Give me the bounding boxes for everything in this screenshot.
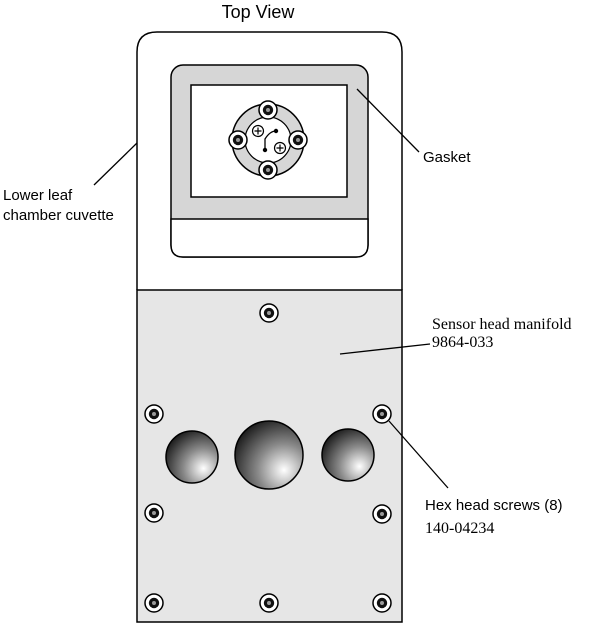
sensor-port-center xyxy=(244,116,292,164)
label-lower-leaf-line1: Lower leaf xyxy=(3,187,73,204)
hex-head-screw xyxy=(144,503,164,523)
leader-line-cuvette xyxy=(93,142,138,186)
label-manifold-name: Sensor head manifold xyxy=(432,316,572,333)
label-gasket: Gasket xyxy=(423,149,471,166)
label-screws-name: Hex head screws (8) xyxy=(425,497,563,514)
hex-head-screw xyxy=(372,504,392,524)
port-screw xyxy=(258,160,278,180)
gasket-lower-band xyxy=(170,218,369,258)
port-screw xyxy=(228,130,248,150)
thermocouple-connector-icon xyxy=(251,124,287,155)
hex-head-screw xyxy=(259,303,279,323)
hex-head-screw xyxy=(259,593,279,613)
manifold-port-left xyxy=(165,430,219,484)
leader-line-manifold xyxy=(339,343,431,355)
manifold-port-center xyxy=(234,420,304,490)
port-screw xyxy=(258,100,278,120)
label-lower-leaf-line2: chamber cuvette xyxy=(3,207,114,224)
hex-head-screw xyxy=(144,593,164,613)
leader-line-screws xyxy=(388,420,449,489)
hex-head-screw xyxy=(372,404,392,424)
label-screws-part: 140-04234 xyxy=(425,520,494,537)
leader-line-gasket xyxy=(356,88,420,153)
diagram-title: Top View xyxy=(222,2,296,22)
hex-head-screw xyxy=(372,593,392,613)
hex-head-screw xyxy=(144,404,164,424)
label-manifold-part: 9864-033 xyxy=(432,334,493,351)
port-screw xyxy=(288,130,308,150)
manifold-port-right xyxy=(321,428,375,482)
